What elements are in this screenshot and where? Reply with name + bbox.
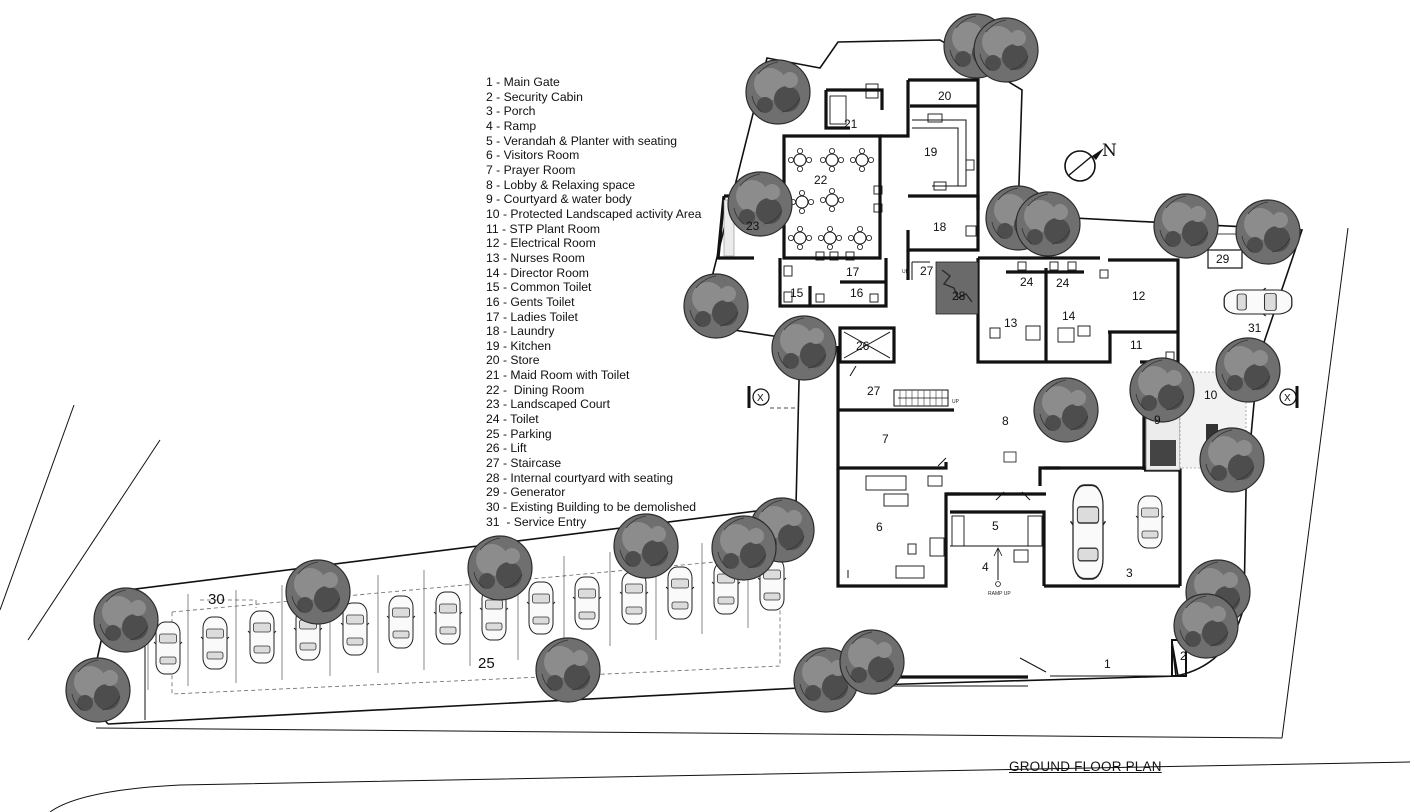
legend-item: 7 - Prayer Room [486,162,576,177]
room-number-25: 25 [478,655,495,672]
room-number-10: 10 [1204,388,1218,402]
legend-item: 18 - Laundry [486,324,555,339]
stair-up-label-upper: UP [902,269,910,275]
legend-item: 4 - Ramp [486,118,537,133]
room-number-21: 21 [844,117,858,131]
room-number-18: 18 [933,220,947,234]
room-number-17: 17 [846,265,860,279]
legend-item: 5 - Verandah & Planter with seating [486,133,678,148]
room-number-11: 11 [1130,338,1143,352]
staircase [893,389,949,407]
legend-item: 15 - Common Toilet [486,280,592,295]
legend-item: 11 - STP Plant Room [486,221,601,236]
room-number-6: 6 [876,520,883,534]
room-number-20: 20 [938,89,952,103]
room-number-3: 3 [1126,566,1133,580]
section-marker-left: X [747,386,796,409]
room-number-12: 12 [1132,289,1146,303]
legend-item: 9 - Courtyard & water body [486,192,632,207]
room-number-24: 24 [1056,276,1070,290]
room-number-14: 14 [1062,309,1076,323]
north-arrow: N [1064,141,1117,182]
legend-item: 29 - Generator [486,485,566,500]
legend-item: 13 - Nurses Room [486,250,585,265]
room-number-29: 29 [1216,252,1230,266]
room-number-1: 1 [1104,657,1111,671]
legend-item: 16 - Gents Toilet [486,294,575,309]
plan-title: GROUND FLOOR PLAN [1009,759,1162,774]
room-number-7: 7 [882,432,889,446]
legend-item: 6 - Visitors Room [486,148,580,163]
legend-item: 8 - Lobby & Relaxing space [486,177,636,192]
room-number-27: 27 [920,264,934,278]
room-number-31: 31 [1248,321,1262,335]
legend-item: 1 - Main Gate [486,75,560,89]
legend-item: 22 - Dining Room [486,382,585,397]
room-number-4: 4 [982,560,989,574]
legend-item: 17 - Ladies Toilet [486,309,578,324]
parking-area [147,539,787,695]
room-number-15: 15 [790,286,804,300]
legend-item: 28 - Internal courtyard with seating [486,470,673,485]
room-number-9: 9 [1154,413,1161,427]
room-number-27: 27 [867,384,881,398]
legend-item: 24 - Toilet [486,412,539,427]
section-letter-right: X [1284,393,1291,404]
room-number-22: 22 [814,173,828,187]
room-number-13: 13 [1004,316,1018,330]
road-edge [0,227,1411,812]
ramp-up-label: RAMP UP [988,591,1011,597]
legend-item: 25 - Parking [486,426,552,441]
legend-item: 26 - Lift [486,441,527,456]
room-number-30: 30 [208,591,225,608]
staircase-upper [911,261,930,280]
legend-item: 30 - Existing Building to be demolished [486,500,697,515]
legend-item: 3 - Porch [486,104,536,119]
legend-item: 20 - Store [486,353,540,368]
room-number-26: 26 [856,339,870,353]
legend-item: 12 - Electrical Room [486,236,596,251]
legend-item: 31 - Service Entry [486,514,587,529]
section-marker-right: X [1279,386,1299,408]
legend-item: 19 - Kitchen [486,338,552,353]
legend-item: 23 - Landscaped Court [486,397,610,412]
room-number-8: 8 [1002,414,1009,428]
room-number-24: 24 [1020,275,1034,289]
room-number-28: 28 [952,289,966,303]
legend-item: 21 - Maid Room with Toilet [486,368,630,383]
room-number-19: 19 [924,145,938,159]
legend-item: 27 - Staircase [486,456,562,471]
legend-item: 10 - Protected Landscaped activity Area [486,206,702,221]
room-number-5: 5 [992,519,999,533]
section-letter-left: X [757,393,764,404]
legend-item: 14 - Director Room [486,265,589,280]
room-number-23: 23 [746,219,760,233]
room-number-2: 2 [1180,649,1187,663]
north-letter: N [1102,141,1117,161]
room-number-16: 16 [850,286,864,300]
stair-up-label: UP [952,399,960,405]
legend-item: 2 - Security Cabin [486,89,583,104]
